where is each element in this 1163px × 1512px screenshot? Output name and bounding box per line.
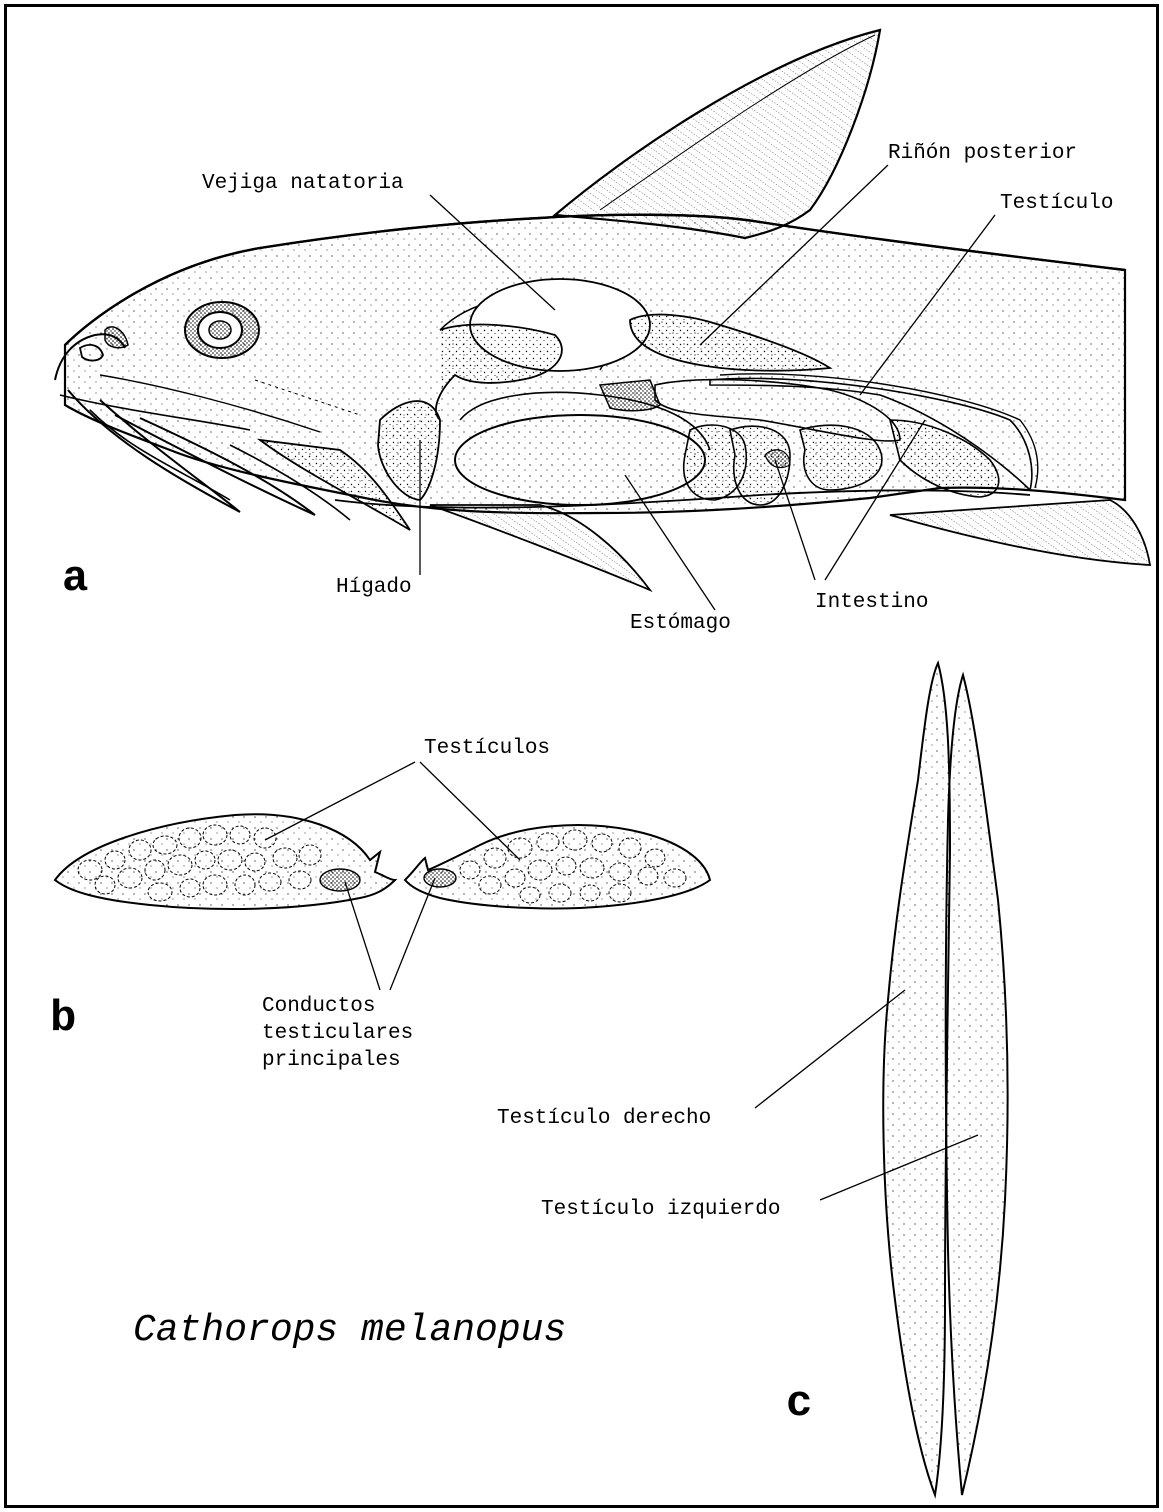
- label-swim-bladder: Vejiga natatoria: [202, 173, 404, 194]
- label-right-testis: Testículo derecho: [497, 1108, 711, 1129]
- testis-right-elongated: [883, 663, 950, 1495]
- pelvic-fin: [430, 505, 650, 590]
- panel-label-c: c: [786, 1382, 812, 1426]
- label-liver: Hígado: [336, 577, 412, 598]
- panel-label-b: b: [50, 997, 76, 1041]
- label-main-ducts: Conductos testiculares principales: [262, 993, 413, 1074]
- label-stomach: Estómago: [630, 613, 731, 634]
- testis-left-elongated: [946, 675, 1008, 1495]
- anal-fin: [890, 500, 1150, 565]
- species-name: Cathorops melanopus: [133, 1312, 566, 1350]
- eye: [185, 302, 259, 358]
- label-testes: Testículos: [424, 738, 550, 759]
- dorsal-fin: [555, 30, 880, 238]
- testis-section-right: [405, 825, 710, 908]
- label-left-testis: Testículo izquierdo: [541, 1199, 780, 1220]
- label-testis: Testículo: [1000, 193, 1113, 214]
- label-posterior-kidney: Riñón posterior: [888, 143, 1077, 164]
- testis-section-left: [55, 814, 395, 909]
- label-intestine: Intestino: [815, 592, 928, 613]
- panel-label-a: a: [62, 557, 88, 601]
